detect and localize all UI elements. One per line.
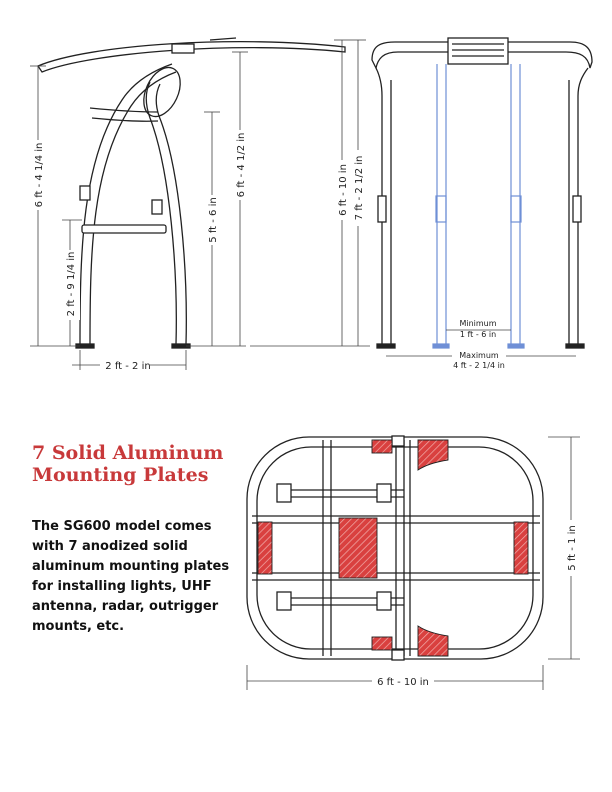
mounting-plate <box>371 439 393 454</box>
top-view <box>246 435 544 661</box>
mounting-plate <box>513 521 529 575</box>
side-lower-brace <box>81 224 167 234</box>
label-minimum: Minimum <box>459 319 496 328</box>
top-dimensions <box>246 436 580 690</box>
side-dimension-lines <box>30 39 370 370</box>
side-front-leg <box>145 81 177 345</box>
mounting-plate <box>417 625 449 657</box>
front-left-leg <box>375 67 383 346</box>
value-minimum: 1 ft - 6 in <box>460 330 496 339</box>
side-loop <box>143 66 181 118</box>
front-canopy <box>371 41 593 70</box>
mounting-plate <box>338 517 378 579</box>
mounting-plate <box>257 521 273 575</box>
feature-description: The SG600 model comes with 7 anodized so… <box>32 519 230 634</box>
side-canopy <box>37 41 346 73</box>
top-inner-frame <box>256 446 534 650</box>
dim-side-lower-height: 2 ft - 9 1/4 in <box>66 252 77 317</box>
dim-front-max-height: 7 ft - 2 1/2 in <box>354 156 365 221</box>
side-rear-leg <box>79 63 173 345</box>
front-adjustable-legs <box>432 64 525 349</box>
front-view <box>371 37 593 349</box>
label-maximum: Maximum <box>459 351 499 360</box>
mounting-plate <box>371 636 393 651</box>
dim-side-upper-height: 6 ft - 4 1/2 in <box>236 133 247 198</box>
front-top-box <box>447 37 509 65</box>
front-right-leg <box>577 67 589 346</box>
dim-side-mid-height: 5 ft - 6 in <box>208 197 219 242</box>
side-upper-brace <box>89 107 159 113</box>
dim-top-depth: 5 ft - 1 in <box>567 525 578 570</box>
mounting-plates <box>257 439 529 657</box>
dim-side-base-width: 2 ft - 2 in <box>105 361 150 372</box>
side-canopy-mount <box>171 43 195 54</box>
side-view <box>37 37 346 349</box>
value-maximum: 4 ft - 2 1/4 in <box>453 361 505 370</box>
feature-heading: 7 Solid Aluminum Mounting Plates <box>32 442 224 486</box>
mounting-plate <box>417 439 449 471</box>
top-outer-frame <box>246 436 544 660</box>
dim-front-min-height: 6 ft - 10 in <box>338 164 349 216</box>
side-dimension-labels: 6 ft - 4 1/4 in 2 ft - 9 1/4 in 2 ft - 2… <box>28 130 368 372</box>
dim-side-total-height: 6 ft - 4 1/4 in <box>34 143 45 208</box>
dim-top-width: 6 ft - 10 in <box>377 677 429 688</box>
